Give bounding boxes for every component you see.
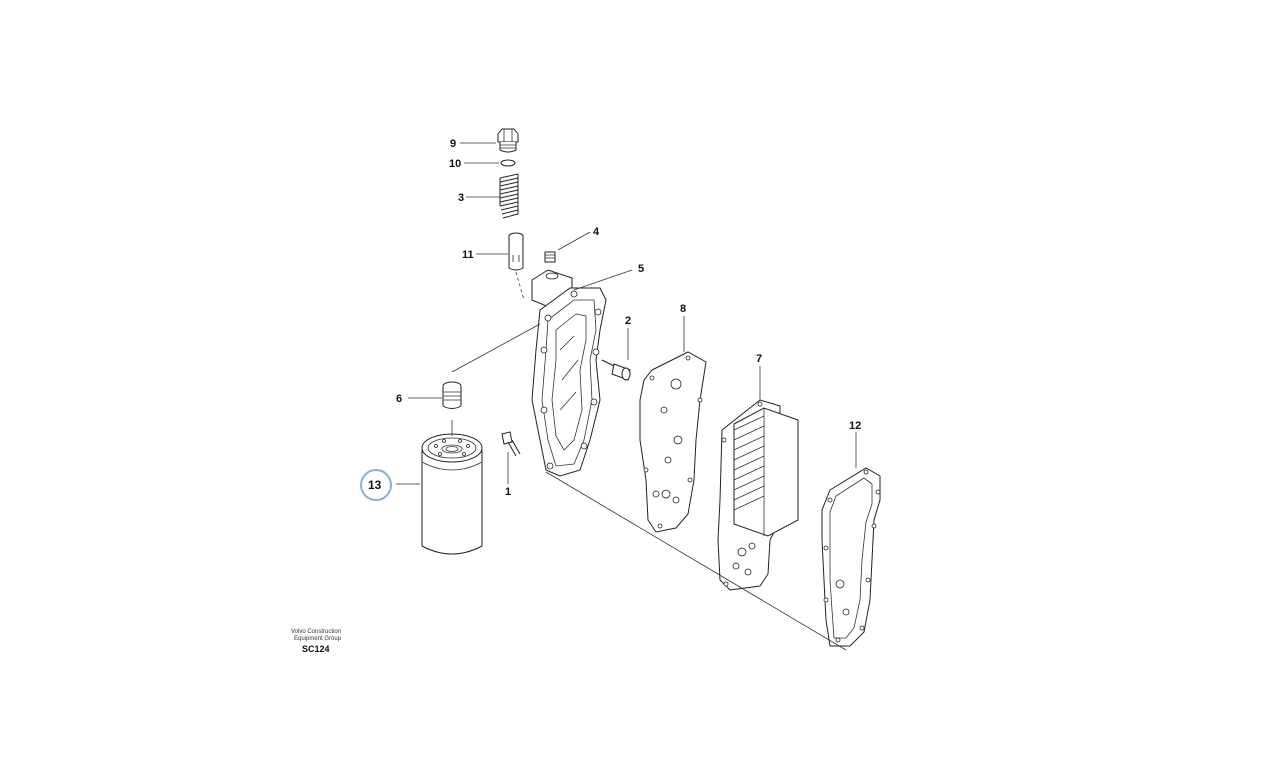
- part-nipple: [442, 381, 462, 409]
- svg-text:3: 3: [458, 192, 464, 204]
- svg-text:7: 7: [756, 353, 762, 365]
- svg-text:Equipment Group: Equipment Group: [294, 636, 342, 642]
- callout-1[interactable]: 1: [505, 486, 511, 498]
- part-gasket-8: [639, 351, 707, 533]
- selection-ring: [360, 469, 392, 501]
- callout-9[interactable]: 9: [450, 138, 456, 150]
- callout-13[interactable]: 13: [360, 469, 392, 501]
- diagram-footer: Volvo Construction Equipment Group SC124: [291, 629, 342, 654]
- svg-text:5: 5: [638, 263, 644, 275]
- callout-6[interactable]: 6: [396, 393, 402, 405]
- part-small-plug: [544, 251, 556, 263]
- callout-8[interactable]: 8: [680, 303, 686, 315]
- part-filter-housing: [531, 269, 607, 477]
- callout-12[interactable]: 12: [849, 420, 861, 432]
- svg-text:9: 9: [450, 138, 456, 150]
- part-o-ring: [500, 159, 516, 167]
- svg-text:Volvo Construction: Volvo Construction: [291, 629, 341, 635]
- leader-lines: [396, 142, 857, 485]
- callout-3[interactable]: 3: [458, 192, 464, 204]
- svg-text:10: 10: [449, 158, 461, 170]
- svg-text:12: 12: [849, 420, 861, 432]
- callout-4[interactable]: 4: [593, 226, 600, 238]
- svg-text:11: 11: [462, 249, 474, 261]
- part-bolt-1: [501, 431, 521, 457]
- callout-2[interactable]: 2: [625, 315, 631, 327]
- svg-text:1: 1: [505, 486, 511, 498]
- callout-10[interactable]: 10: [449, 158, 461, 170]
- part-oil-cooler: [717, 399, 799, 591]
- callout-11[interactable]: 11: [462, 249, 474, 261]
- svg-text:SC124: SC124: [302, 644, 330, 654]
- svg-text:6: 6: [396, 393, 402, 405]
- part-valve-piston: [508, 232, 524, 271]
- callout-7[interactable]: 7: [756, 353, 762, 365]
- svg-text:13: 13: [368, 478, 382, 492]
- part-screw-2: [601, 359, 631, 381]
- part-plug: [497, 128, 519, 153]
- callout-5[interactable]: 5: [638, 263, 644, 275]
- svg-text:2: 2: [625, 315, 631, 327]
- part-oil-filter: [421, 420, 483, 555]
- svg-text:8: 8: [680, 303, 686, 315]
- svg-text:4: 4: [593, 226, 600, 238]
- part-gasket-12: [821, 467, 881, 647]
- part-spring: [499, 173, 519, 219]
